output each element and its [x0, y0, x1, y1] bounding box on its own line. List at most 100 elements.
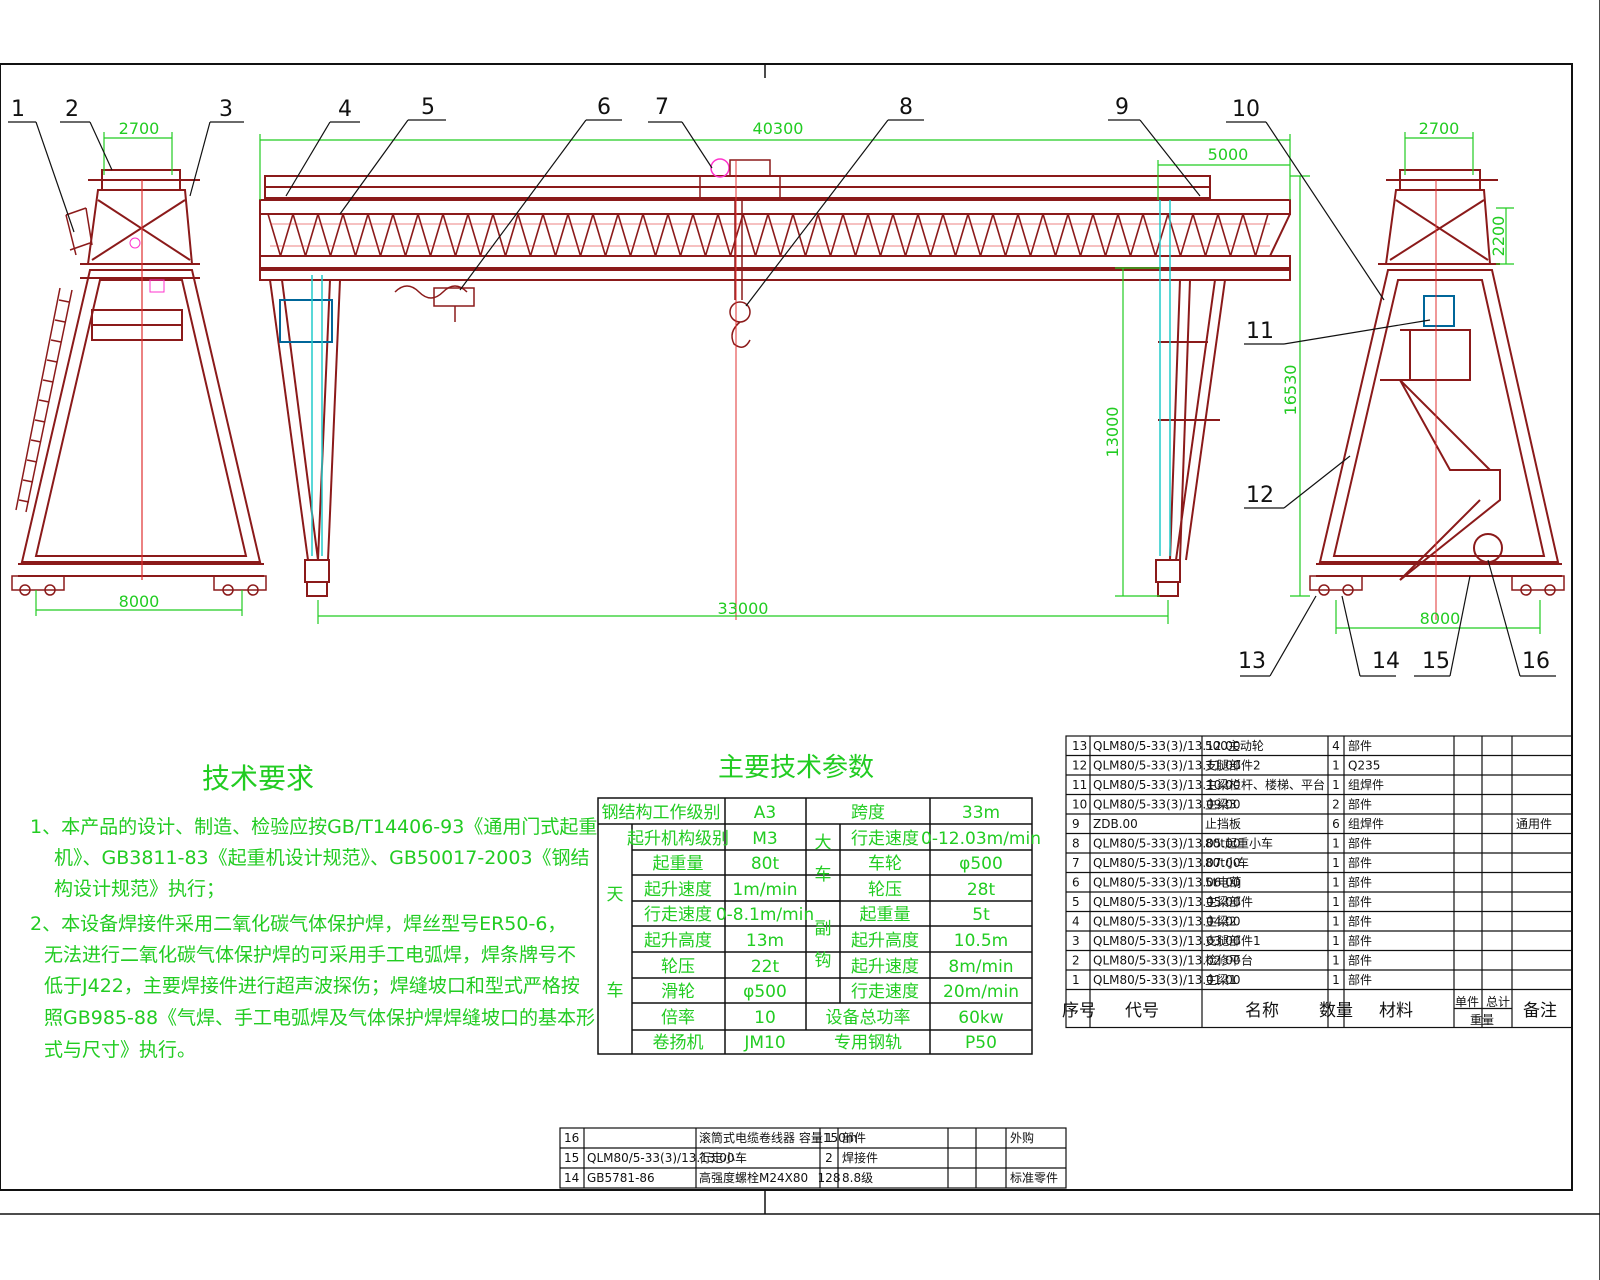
- bom-row-qty: 1: [1332, 915, 1340, 929]
- dim-right-girder-height: 2200: [1489, 216, 1508, 257]
- param-total-power-label: 设备总功率: [826, 1008, 911, 1028]
- bom-row-no: 13: [1072, 739, 1087, 753]
- bom-row-no: 10: [1072, 798, 1087, 812]
- bom2-row-name: 高强度螺栓M24X80: [699, 1170, 808, 1185]
- tech-line-3: 构设计规范》执行；: [54, 878, 225, 900]
- bom-row-no: 12: [1072, 759, 1087, 773]
- bom-row-code: ZDB.00: [1093, 817, 1138, 831]
- bom-row-name: 主梁3: [1205, 797, 1237, 812]
- param-trolley-row-label: 行走速度: [644, 905, 712, 925]
- param-sub-hook-row-value: 10.5m: [954, 931, 1008, 951]
- callout-4: 4: [338, 97, 352, 122]
- bom2-row-note: 外购: [1010, 1130, 1034, 1145]
- bom-row-mat: 部件: [1348, 855, 1372, 870]
- param-trolley-row-value: 10: [754, 1008, 776, 1028]
- bom-row-no: 3: [1072, 934, 1080, 948]
- param-crane-row-value: φ500: [959, 854, 1003, 874]
- bom-row-name: 支腿部件1: [1205, 933, 1261, 948]
- param-trolley-row-label: 轮压: [661, 957, 695, 977]
- bom2-row-mat: 8.8级: [842, 1171, 873, 1185]
- bom-row-name: 500主动轮: [1205, 739, 1264, 753]
- bom-header-mat: 材料: [1379, 1001, 1413, 1021]
- bom-row-name: 主梁部件: [1205, 894, 1253, 909]
- dim-lift-height: 13000: [1103, 407, 1122, 458]
- tech-line-7: 照GB985-88《气焊、手工电弧焊及气体保护焊焊缝坡口的基本形: [44, 1007, 595, 1029]
- param-trolley-row-value: 0-8.1m/min: [716, 905, 814, 925]
- bom2-row-mat: 焊接件: [842, 1150, 878, 1165]
- param-trolley-row-label: 起升高度: [644, 931, 712, 951]
- bom2-row-note: 标准零件: [1010, 1171, 1058, 1185]
- param-sub-hook-row-value: 8m/min: [948, 957, 1013, 977]
- dim-main-total-length: 40300: [753, 119, 804, 138]
- param-trolley-row-value: M3: [752, 829, 777, 849]
- bom-row-code: QLM80/5-33(3)/13.10.00: [1093, 778, 1241, 792]
- bom-row-mat: 部件: [1348, 894, 1372, 909]
- bom-row-code: QLM80/5-33(3)/13.03.00: [1093, 934, 1241, 948]
- bom2-row-qty: 1: [825, 1131, 833, 1145]
- bom-row-name: 80t起重小车: [1205, 836, 1273, 851]
- callout-9: 9: [1115, 95, 1129, 120]
- tech-line-6: 低于J422，主要焊接件进行超声波探伤；焊缝坡口和型式严格按: [44, 975, 580, 997]
- param-sub-hook-label-2: 钩: [815, 951, 832, 971]
- param-trolley-row-label: 起升机构级别: [627, 829, 729, 849]
- bom-row-qty: 1: [1332, 895, 1340, 909]
- callout-2: 2: [65, 97, 79, 122]
- bom-row-name: 主梁2: [1205, 914, 1237, 929]
- dim-right-base-width: 8000: [1420, 609, 1461, 628]
- bom-row-mat: 部件: [1348, 933, 1372, 948]
- param-rail-value: P50: [965, 1033, 997, 1053]
- bom-row-code: QLM80/5-33(3)/13.04.00: [1093, 915, 1241, 929]
- bom2-row-no: 16: [564, 1131, 579, 1145]
- bom-row-name: 止挡板: [1205, 817, 1241, 831]
- param-trolley-row-value: φ500: [743, 982, 787, 1002]
- left-side-view: 2700 8000: [11, 119, 267, 616]
- bom-row-code: QLM80/5-33(3)/13.05.00: [1093, 837, 1241, 851]
- bom-row-qty: 4: [1332, 739, 1340, 753]
- bom-row-qty: 1: [1332, 934, 1340, 948]
- tech-requirements: 技术要求 1、本产品的设计、制造、检验应按GB/T14406-93《通用门式起重…: [30, 762, 597, 1061]
- bom-row-code: QLM80/5-33(3)/13.12.00: [1093, 739, 1241, 753]
- bom-header-qty: 数量: [1319, 1001, 1353, 1021]
- param-trolley-row-label: 倍率: [661, 1008, 695, 1028]
- bom2-row-code: GB5781-86: [587, 1171, 655, 1185]
- bom-row-qty: 1: [1332, 973, 1340, 987]
- bom-row-qty: 6: [1332, 817, 1340, 831]
- param-rail-label: 专用钢轨: [834, 1033, 902, 1053]
- dim-right-top-width: 2700: [1419, 119, 1460, 138]
- bom-row-qty: 1: [1332, 759, 1340, 773]
- param-trolley-label-1: 天: [607, 885, 624, 905]
- bom-header-code: 代号: [1125, 1001, 1159, 1021]
- bom-row-name: 5t电葫: [1205, 876, 1241, 890]
- param-sub-hook-row-label: 起升高度: [851, 931, 919, 951]
- bom-row-code: QLM80/5-33(3)/13.06.00: [1093, 876, 1241, 890]
- param-sub-hook-label-1: 副: [815, 919, 832, 939]
- bom-row-code: QLM80/5-33(3)/13.09.00: [1093, 798, 1241, 812]
- tech-line-8: 式与尺寸》执行。: [44, 1039, 196, 1061]
- bom-row-mat: 部件: [1348, 738, 1372, 753]
- bom-row-name: 支腿部件2: [1205, 758, 1261, 773]
- param-crane-row-label: 行走速度: [851, 829, 919, 849]
- bom2-row-name: 滚筒式电缆卷线器 容量150m: [699, 1130, 857, 1145]
- dim-total-height: 16530: [1281, 365, 1300, 416]
- bom2-row-mat: 部件: [842, 1130, 866, 1145]
- callout-16: 16: [1522, 649, 1550, 674]
- param-crane-row-value: 0-12.03m/min: [921, 829, 1041, 849]
- bom2-row-no: 15: [564, 1151, 579, 1165]
- bom2-row-name: 行走小车: [699, 1150, 747, 1165]
- front-view: 40300 5000 33000 13000 16530: [259, 119, 1310, 624]
- param-span-label: 跨度: [851, 803, 885, 823]
- bom-row-mat: 部件: [1348, 914, 1372, 929]
- params-table: 主要技术参数 钢结构工作级别 A3 跨度 33m 天 车 大 车 副 钩: [597, 753, 1041, 1055]
- callout-5: 5: [421, 95, 435, 120]
- param-trolley-row-value: 22t: [751, 957, 780, 977]
- params-title: 主要技术参数: [718, 753, 874, 783]
- bom-row-note: 通用件: [1516, 817, 1552, 831]
- bom-row-qty: 1: [1332, 856, 1340, 870]
- callout-14: 14: [1372, 649, 1400, 674]
- bom-row-mat: 组焊件: [1348, 777, 1384, 792]
- param-sub-hook-row-value: 5t: [972, 905, 990, 925]
- dim-main-span: 33000: [718, 599, 769, 618]
- bom-row-no: 8: [1072, 837, 1080, 851]
- callout-3: 3: [219, 97, 233, 122]
